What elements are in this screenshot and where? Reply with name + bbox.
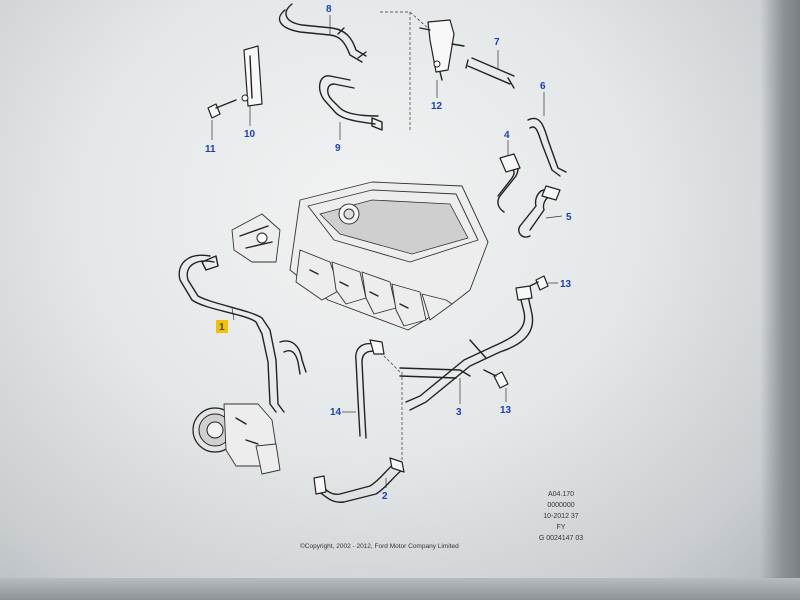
part-8-hose[interactable]	[278, 3, 367, 63]
part-13-bolt-lower[interactable]	[483, 369, 509, 389]
ref-line-1: A04.170	[548, 491, 574, 498]
callout-6[interactable]: 6	[540, 81, 546, 92]
water-pump	[192, 403, 281, 475]
monitor-bezel-bottom	[0, 578, 800, 600]
callout-8[interactable]: 8	[326, 4, 332, 15]
leader-5	[545, 215, 563, 219]
callout-5[interactable]: 5	[566, 212, 572, 223]
monitor-bezel-right	[760, 0, 800, 600]
callout-2[interactable]: 2	[382, 491, 388, 502]
callout-7[interactable]: 7	[494, 37, 500, 48]
ref-line-5: G 0024147 03	[539, 535, 583, 542]
part-10-bracket[interactable]	[241, 45, 263, 107]
callout-11[interactable]: 11	[205, 144, 216, 155]
ref-line-2: 0000000	[547, 502, 574, 509]
reference-block: A04.170 0000000 10-2012 37 FY G 0024147 …	[539, 491, 583, 542]
callout-10[interactable]: 10	[244, 129, 256, 140]
part-5-hose[interactable]	[518, 185, 561, 238]
part-9-hose[interactable]	[319, 75, 383, 131]
engine-cylinder-head	[231, 181, 489, 331]
part-7-pipe[interactable]	[465, 57, 515, 89]
callout-12[interactable]: 12	[431, 101, 443, 112]
part-14-hose[interactable]	[355, 339, 385, 439]
callout-1[interactable]: 1	[219, 322, 225, 333]
part-11-bolt[interactable]	[207, 99, 237, 119]
ref-line-4: FY	[557, 524, 566, 531]
callout-9[interactable]: 9	[335, 143, 341, 154]
copyright-notice: ©Copyright, 2002 - 2012, Ford Motor Comp…	[300, 542, 459, 550]
leader-1	[231, 307, 235, 321]
ref-line-3: 10-2012 37	[543, 513, 579, 520]
callout-1-highlight	[216, 320, 228, 333]
part-2-hose[interactable]	[313, 457, 405, 503]
part-3-hose[interactable]	[399, 285, 534, 411]
callout-14[interactable]: 14	[330, 407, 342, 418]
callout-3[interactable]: 3	[456, 407, 462, 418]
part-13-bolt-upper[interactable]	[529, 275, 549, 291]
part-4-hose[interactable]	[497, 153, 521, 213]
callout-13b[interactable]: 13	[500, 405, 512, 416]
part-6-hose[interactable]	[527, 117, 567, 177]
callout-4[interactable]: 4	[504, 130, 510, 141]
part-1-hose[interactable]	[178, 254, 307, 413]
part-12-connector[interactable]	[419, 19, 465, 81]
callout-13a[interactable]: 13	[560, 279, 572, 290]
